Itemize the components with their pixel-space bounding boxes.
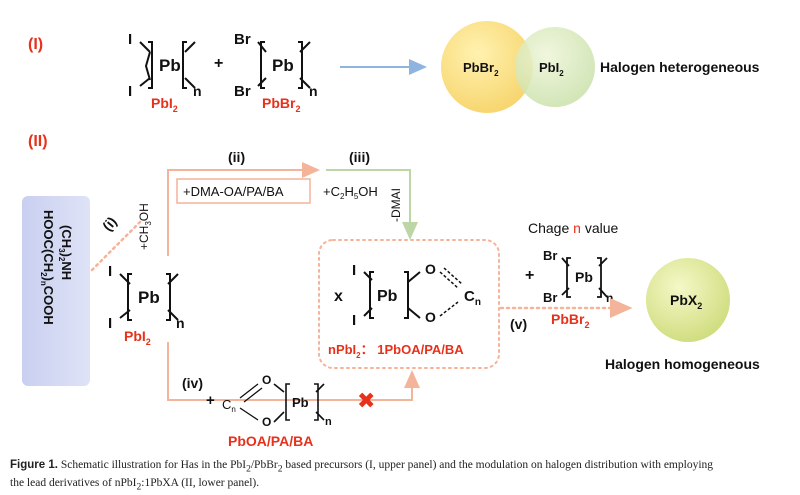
- reagent-box: [22, 196, 90, 386]
- venn-pbi2-circle: [515, 27, 595, 107]
- pbx2-label: PbX2: [670, 292, 702, 311]
- figure-caption: Figure 1. Schematic illustration for Has…: [10, 458, 790, 495]
- caption-sub-3: 2: [136, 481, 142, 493]
- complex-ratio-label: nPbI2： 1PbOA/PA/BA: [328, 342, 464, 360]
- step-i-dotted-arrow: [90, 220, 142, 272]
- complex-c: Cn: [464, 288, 481, 308]
- pbbr2-mid-halide-1: Br: [543, 248, 557, 263]
- pbi2-structure-top: I I Pb n PbI2: [128, 31, 202, 114]
- pboa-c: Cn: [222, 397, 236, 414]
- panel-i-plus: +: [214, 55, 223, 72]
- complex-halide-2: I: [352, 312, 356, 329]
- caption-part-4: the lead derivatives of nPbI: [10, 477, 137, 490]
- step-iv-plus: +: [206, 392, 215, 409]
- pbbr2-top-halide-2: Br: [234, 83, 251, 100]
- complex-o-2: O: [425, 309, 436, 325]
- step-iii-label: (iii): [349, 149, 370, 165]
- pboa-name: PbOA/PA/BA: [228, 433, 313, 449]
- complex-box: [318, 239, 500, 369]
- step-v-label: (v): [510, 316, 527, 332]
- pbbr2-top-metal: Pb: [272, 56, 294, 75]
- step-ii-arrow: [167, 162, 320, 256]
- pbbr2-mid-halide-2: Br: [543, 290, 557, 305]
- dma-box: [176, 178, 311, 204]
- caption-sub-2: 2: [277, 463, 283, 475]
- pbi2-top-halide-2: I: [128, 83, 132, 100]
- panel-i-label: (I): [28, 36, 43, 53]
- halogen-homogeneous-label: Halogen homogeneous: [605, 356, 760, 372]
- step-ii-label: (ii): [228, 149, 245, 165]
- c2h5oh-label: +C2H5OH: [323, 184, 378, 201]
- reagent-line-2: (CH3)2NH: [57, 225, 74, 280]
- pbi2-mid-halide-1: I: [108, 263, 112, 280]
- venn-pbbr2-circle: [441, 21, 533, 113]
- caption-part-2: /PbBr: [250, 459, 278, 471]
- pboa-o-1: O: [262, 373, 271, 387]
- venn-right-label: PbI2: [539, 60, 564, 78]
- pbi2-structure-mid: I I Pb n PbI2: [108, 263, 185, 347]
- complex-halide-1: I: [352, 262, 356, 279]
- caption-part-3: based precursors (I, upper panel) and th…: [282, 459, 714, 471]
- caption-sub-1: 2: [246, 463, 251, 475]
- caption-part-5: :1PbXA (II, lower panel).: [141, 477, 260, 490]
- pboa-o-2: O: [262, 415, 271, 429]
- pboa-structure: Cn O O Pb n: [222, 373, 332, 429]
- ch3oh-label: +CH3OH: [137, 203, 153, 250]
- change-n-label: Chage n value: [528, 220, 619, 236]
- pbbr2-mid-n: n: [606, 291, 613, 305]
- pbi2-mid-metal: Pb: [138, 288, 160, 307]
- pbbr2-mid-metal: Pb: [575, 269, 593, 285]
- pbi2-mid-n: n: [176, 315, 185, 331]
- pbbr2-structure-top: Br Br Pb n PbBr2: [234, 31, 318, 114]
- pboa-metal: Pb: [292, 395, 309, 410]
- step-iii-arrow: [326, 169, 418, 240]
- complex-o-1: O: [425, 261, 436, 277]
- dmai-label: -DMAI: [389, 188, 403, 222]
- venn-left-label: PbBr2: [463, 60, 499, 78]
- caption-figure-number: Figure 1.: [10, 459, 58, 471]
- pbi2-top-metal: Pb: [159, 56, 181, 75]
- dma-box-label: +DMA-OA/PA/BA: [183, 184, 284, 199]
- pbx2-circle: [646, 258, 730, 342]
- caption-part-1: Schematic illustration for Has in the Pb…: [57, 459, 247, 471]
- complex-x: x: [334, 288, 343, 305]
- pbbr2-mid-name: PbBr2: [551, 311, 589, 330]
- complex-structure: x I I Pb O O Cn nPbI2： 1PbOA/PA/BA: [328, 261, 481, 360]
- pbi2-top-name: PbI2: [151, 95, 178, 114]
- pbbr2-top-name: PbBr2: [262, 95, 300, 114]
- pbbr2-top-n: n: [309, 83, 318, 99]
- pbi2-top-n: n: [193, 83, 202, 99]
- halogen-heterogeneous-label: Halogen heterogeneous: [600, 59, 760, 75]
- step-iv-label: (iv): [182, 375, 203, 391]
- blocked-cross-icon: ✖: [357, 388, 375, 413]
- pbi2-mid-name: PbI2: [124, 328, 151, 347]
- panel-ii-label: (II): [28, 133, 48, 150]
- complex-metal: Pb: [377, 288, 398, 305]
- step-iv-arrow: [167, 342, 420, 401]
- step-i-label: (i): [99, 214, 120, 234]
- panel-ii-plus: +: [525, 267, 534, 284]
- pbi2-mid-halide-2: I: [108, 315, 112, 332]
- pbbr2-top-halide-1: Br: [234, 31, 251, 48]
- reagent-line-1: HOOC(CH2)nCOOH: [39, 210, 56, 325]
- pbi2-top-halide-1: I: [128, 31, 132, 48]
- pboa-n: n: [325, 416, 332, 428]
- pbbr2-structure-mid: Br Br Pb n PbBr2: [543, 248, 613, 330]
